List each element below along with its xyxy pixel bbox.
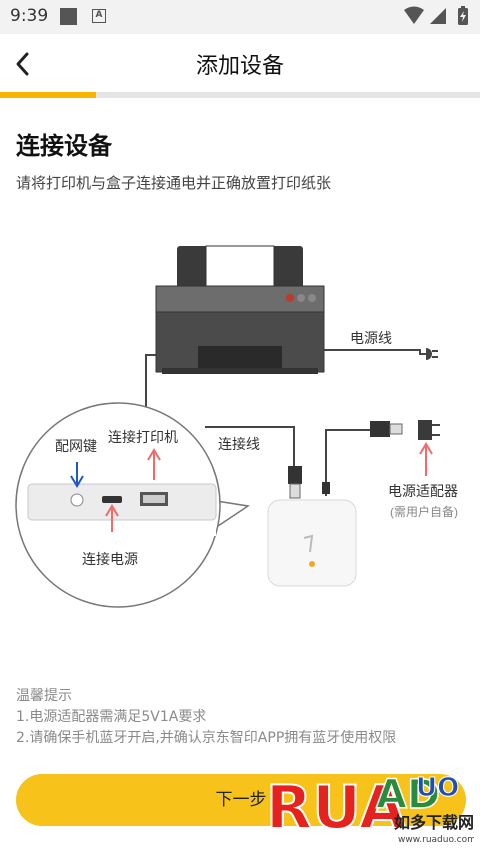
label-connect-cable: 连接线	[218, 436, 260, 452]
label-power-adapter: 电源适配器	[388, 483, 458, 499]
label-connect-power: 连接电源	[82, 551, 138, 567]
status-icons	[402, 6, 472, 30]
page-title: 添加设备	[195, 54, 284, 79]
chevron-left-icon	[16, 52, 29, 76]
print-box-image	[267, 499, 357, 587]
label-adapter-note: (需用户自备)	[390, 504, 458, 519]
back-button[interactable]	[8, 46, 40, 82]
svg-text:AD: AD	[376, 772, 440, 818]
section-title: 连接设备	[16, 132, 112, 160]
notification-a-icon: A	[92, 9, 106, 23]
section-subtitle: 请将打印机与盒子连接通电并正确放置打印纸张	[16, 174, 332, 192]
signal-icon	[430, 8, 446, 24]
notification-square-icon	[60, 8, 77, 25]
tip-item: 2.请确保手机蓝牙开启,并确认京东智印APP拥有蓝牙使用权限	[16, 730, 397, 746]
label-connect-printer: 连接打印机	[108, 429, 178, 445]
tip-item: 1.电源适配器需满足5V1A要求	[16, 709, 207, 725]
svg-text:UO: UO	[416, 773, 459, 803]
wifi-icon	[404, 6, 424, 24]
svg-text:RUA: RUA	[266, 773, 406, 843]
step-progress-bar	[0, 92, 480, 98]
battery-icon	[458, 6, 468, 25]
step-progress-fill	[0, 92, 96, 98]
printer-image	[155, 245, 325, 374]
status-time: 9:39	[10, 6, 49, 26]
app-header: 添加设备	[0, 34, 480, 92]
tips-heading: 温馨提示	[16, 688, 72, 704]
label-pair-key: 配网键	[55, 438, 97, 454]
next-step-button[interactable]: 下一步	[16, 774, 466, 826]
status-bar: 9:39 A	[0, 0, 480, 34]
connection-diagram: 电源线 连接线 电源适配器 (需用户自备) 配网键 连接打印机 连接电源	[15, 245, 458, 608]
watermark-logo: RUA AD UO 如多下载网 www.ruaduo.com	[266, 771, 474, 845]
tips-section: 温馨提示 1.电源适配器需满足5V1A要求 2.请确保手机蓝牙开启,并确认京东智…	[16, 686, 396, 749]
label-power-cord: 电源线	[350, 330, 392, 346]
box-closeup-image	[27, 483, 217, 521]
svg-text:www.ruaduo.com: www.ruaduo.com	[398, 835, 474, 845]
svg-text:如多下载网: 如多下载网	[394, 813, 474, 832]
